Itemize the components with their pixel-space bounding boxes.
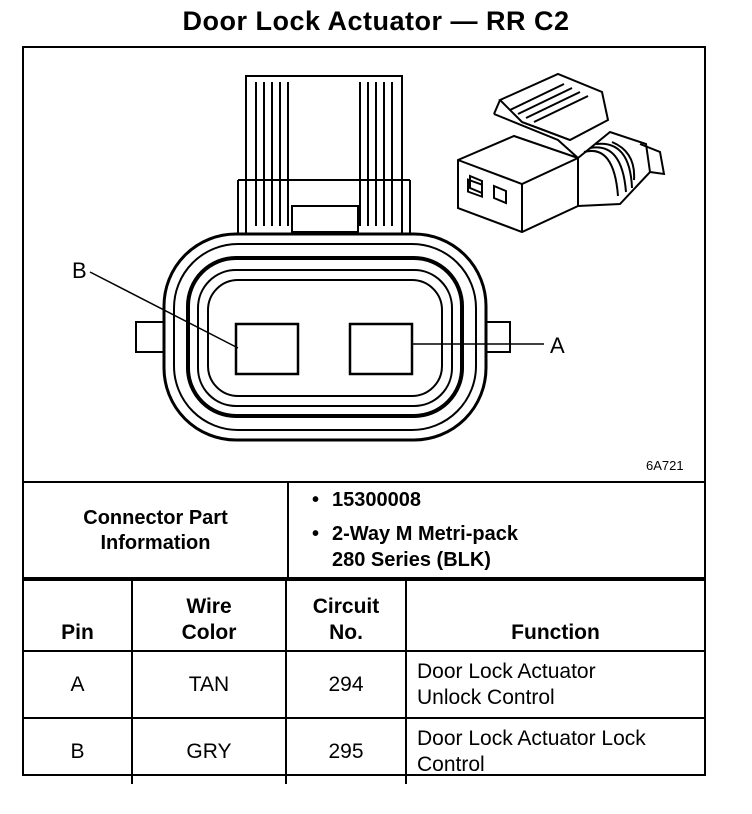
table-header-row: Pin Wire Color Circuit No. Function (24, 579, 704, 652)
divider (287, 483, 289, 579)
connector-part-information: Connector Part Information 15300008 2-Wa… (24, 481, 704, 579)
header-pin: Pin (24, 579, 133, 652)
wire-color-cell: TAN (131, 650, 287, 719)
table-row: B GRY 295 Door Lock Actuator Lock Contro… (24, 717, 704, 784)
function-cell: Door Lock Actuator Lock Control (405, 717, 704, 784)
connector-description-line1: 2-Way M Metri-pack (332, 523, 518, 545)
part-number: 15300008 (310, 487, 700, 513)
connector-part-label-line2: Information (100, 532, 211, 554)
leader-b (89, 271, 239, 349)
cavity-b (234, 322, 300, 376)
circuit-cell: 294 (285, 650, 407, 719)
connector-part-label: Connector Part Information (24, 483, 287, 579)
connector-description-line2: 280 Series (BLK) (332, 549, 491, 571)
circuit-cell: 295 (285, 717, 407, 784)
connector-part-label-line1: Connector Part (83, 507, 228, 529)
pin-cell: B (24, 717, 133, 784)
pin-table: Pin Wire Color Circuit No. Function A TA… (24, 579, 704, 784)
function-cell: Door Lock Actuator Unlock Control (405, 650, 704, 719)
wire-color-cell: GRY (131, 717, 287, 784)
cavity-a (348, 322, 414, 376)
connector-housing (162, 232, 488, 442)
figure-id: 6A721 (646, 458, 684, 473)
connector-sheet: B A 6A721 Connector Part Information 153… (22, 46, 706, 784)
header-wire-color: Wire Color (131, 579, 287, 652)
page-title: Door Lock Actuator — RR C2 (182, 6, 570, 36)
connector-3d-sketch (457, 72, 666, 234)
connector-part-list: 15300008 2-Way M Metri-pack 280 Series (… (310, 487, 700, 581)
connector-drawing: B A (72, 72, 666, 442)
pin-cell: A (24, 650, 133, 719)
connector-latch (237, 75, 411, 243)
connector-description: 2-Way M Metri-pack 280 Series (BLK) (310, 521, 700, 573)
callout-a: A (550, 333, 565, 358)
header-circuit-no: Circuit No. (285, 579, 407, 652)
table-row: A TAN 294 Door Lock Actuator Unlock Cont… (24, 650, 704, 719)
header-function: Function (405, 579, 704, 652)
callout-b: B (72, 258, 87, 283)
